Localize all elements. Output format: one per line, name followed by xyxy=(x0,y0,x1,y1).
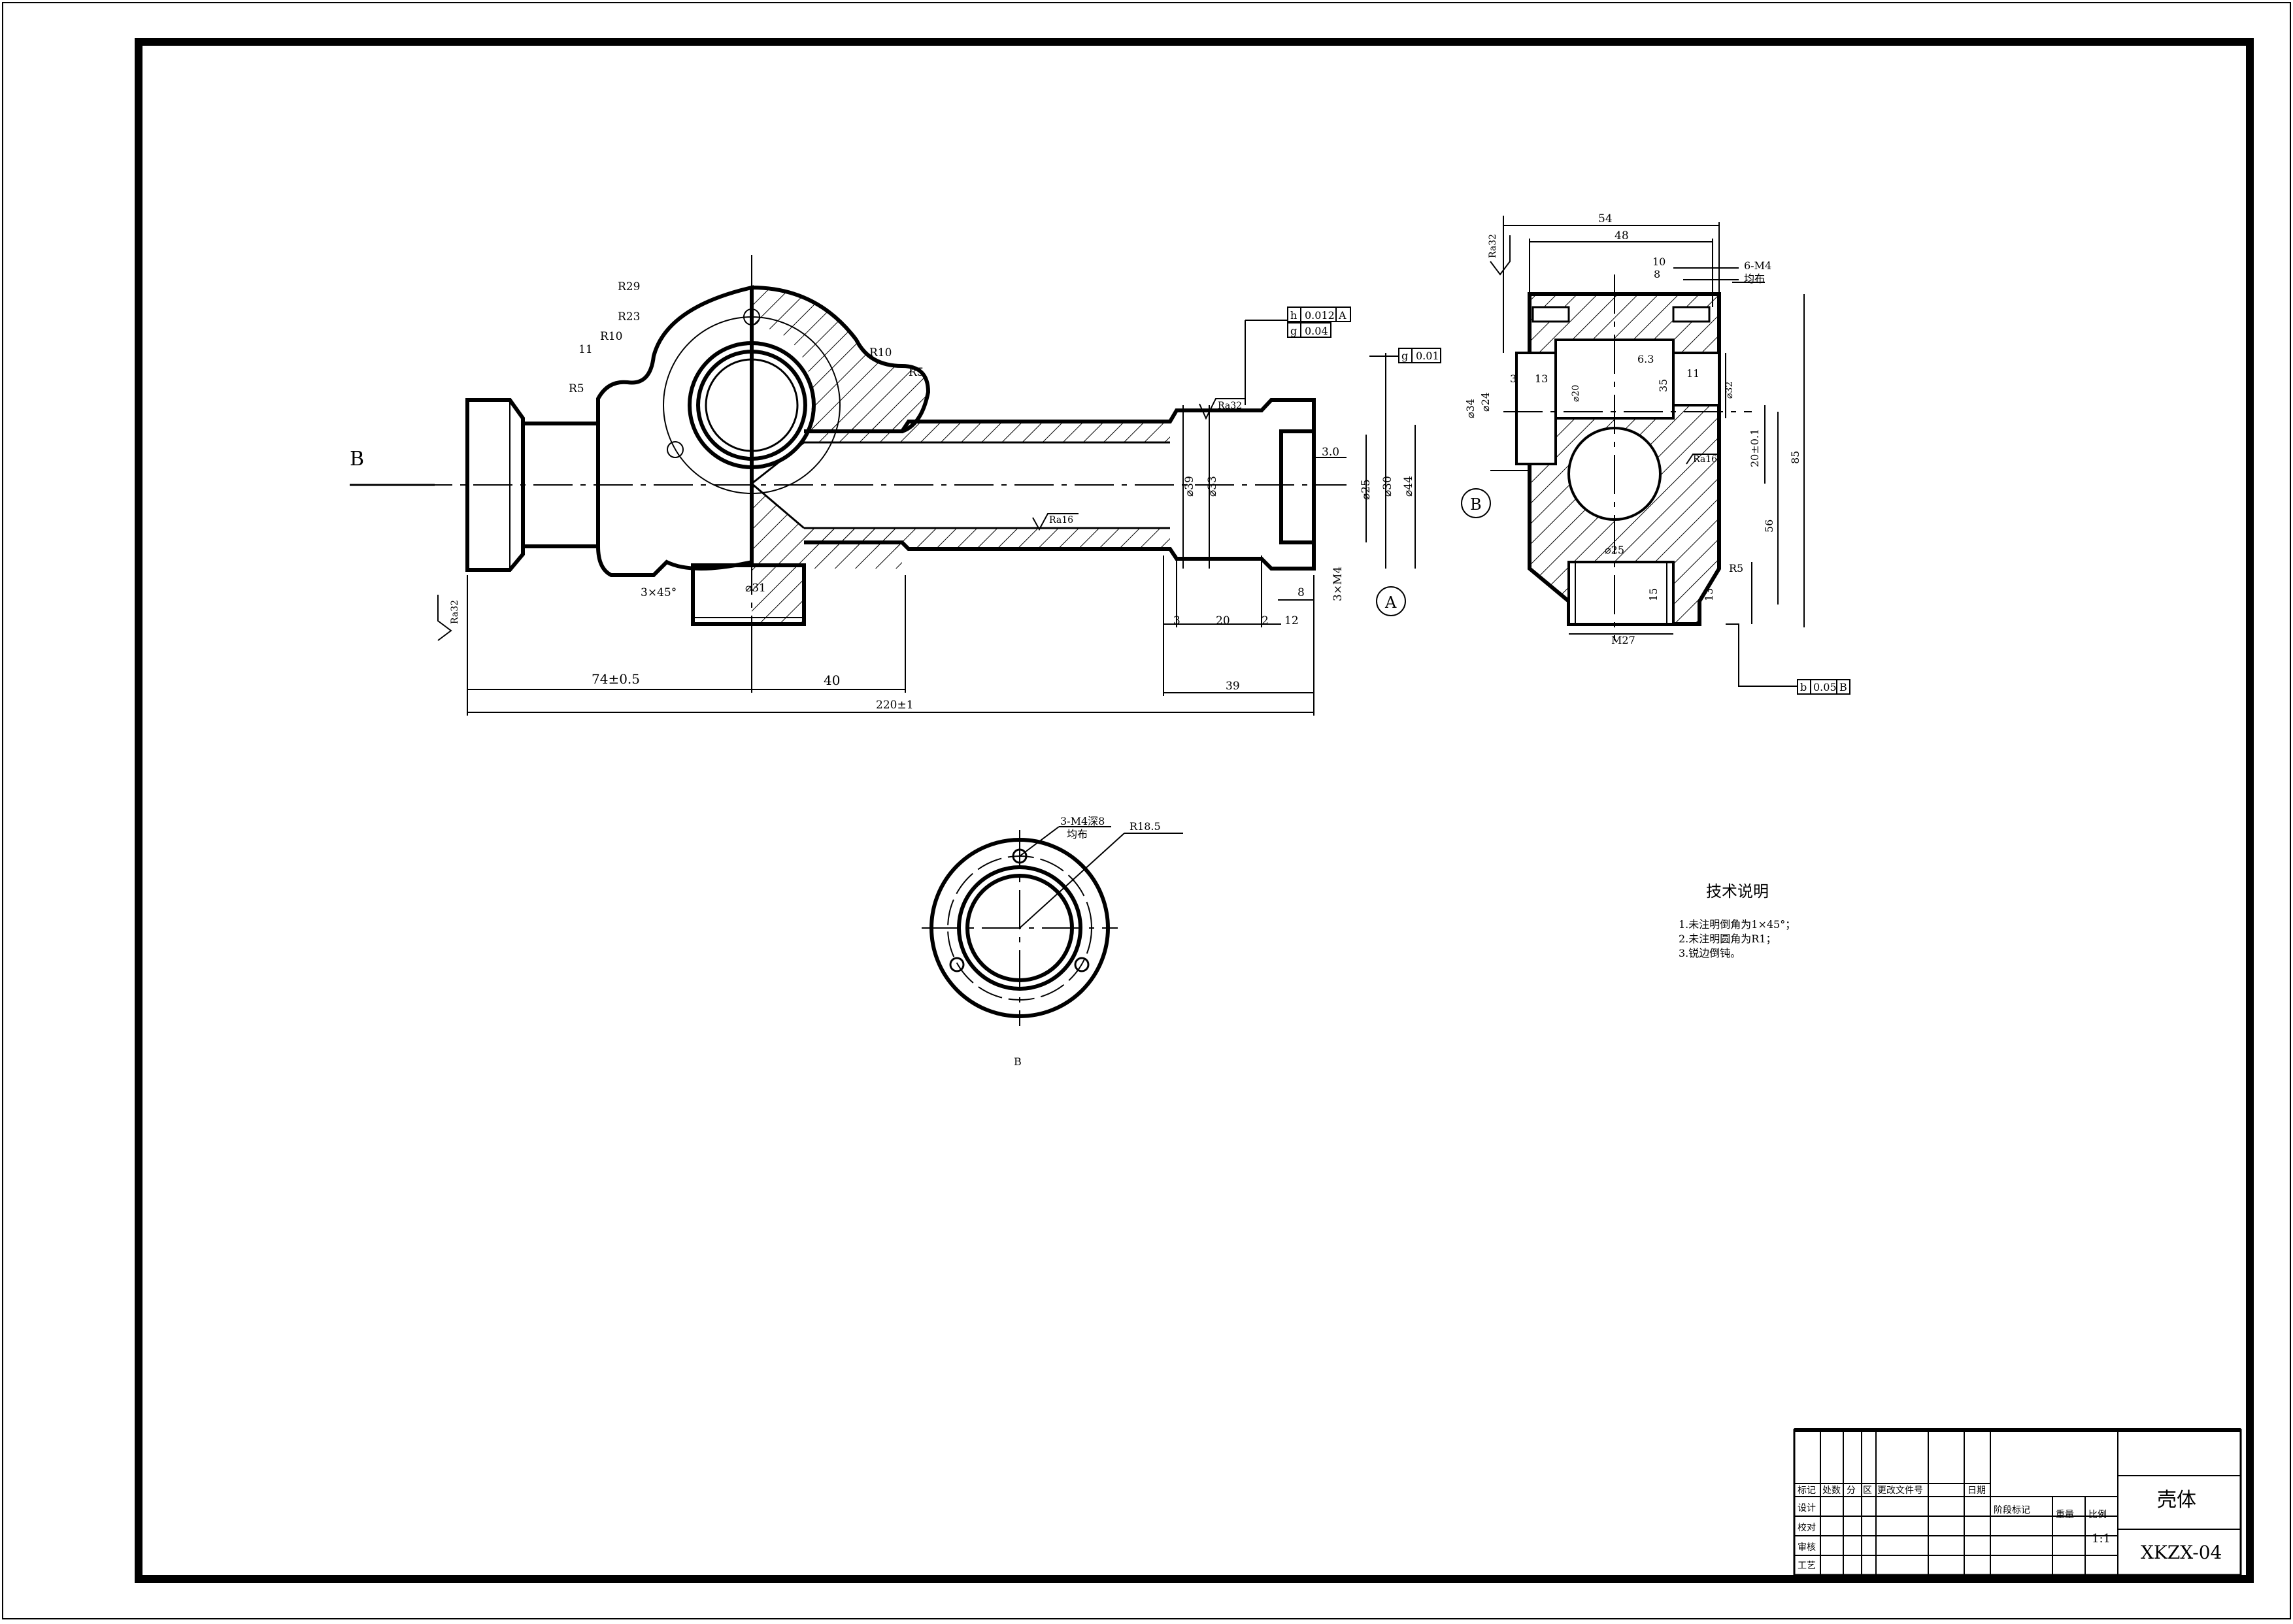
side-dia20: ⌀20 xyxy=(1571,385,1581,402)
tol-g2-symbol: g xyxy=(1401,350,1408,362)
tb-row-design: 设计 xyxy=(1798,1503,1816,1514)
inner-frame xyxy=(135,38,2254,1583)
side-uniform: 均布 xyxy=(1744,273,1765,285)
dim-r29: R29 xyxy=(618,280,640,293)
side-ra32: Ra32 xyxy=(1488,234,1498,258)
side-dim-85: 85 xyxy=(1789,451,1801,464)
note-1: 1.未注明倒角为1×45°； xyxy=(1679,918,1796,931)
title-block: 标记 处数 分 区 更改文件号 日期 设计 校对 审核 工艺 阶段标记 重量 比… xyxy=(1793,1428,2242,1576)
dim-r10-left: R10 xyxy=(600,330,622,343)
dim-39: 39 xyxy=(1226,680,1240,693)
tb-header-count: 处数 xyxy=(1822,1485,1841,1496)
end-view: 3-M4深8 均布 R18.5 B xyxy=(922,815,1183,1068)
side-dim-8: 8 xyxy=(1654,268,1660,280)
dim-8: 8 xyxy=(1297,586,1305,599)
tol-b-value: 0.05 xyxy=(1813,681,1837,693)
tol-b-ref: B xyxy=(1839,681,1847,693)
finish-ra32-top: Ra32 xyxy=(1218,401,1242,411)
side-ra16: Ra16 xyxy=(1693,454,1717,465)
dim-dia30: ⌀30 xyxy=(1381,476,1394,497)
dim-20: 20 xyxy=(1216,614,1230,627)
side-dim-54: 54 xyxy=(1598,212,1613,225)
dim-11: 11 xyxy=(578,343,593,356)
dim-chamfer: 3×45° xyxy=(641,586,677,599)
side-dim-13b: 13 xyxy=(1703,588,1715,601)
side-dia25: ⌀25 xyxy=(1605,544,1624,556)
dim-r5-right: R5 xyxy=(909,366,924,379)
side-dim-20: 20±0.1 xyxy=(1749,429,1761,467)
tb-scale-label: 比例 xyxy=(2088,1510,2107,1520)
dim-dia31: ⌀31 xyxy=(745,582,766,595)
side-r5: R5 xyxy=(1729,562,1743,574)
tol-h-symbol: h xyxy=(1290,309,1297,322)
tb-row-process: 工艺 xyxy=(1798,1561,1816,1571)
notes-title: 技术说明 xyxy=(1706,882,1769,901)
side-dim-11: 11 xyxy=(1686,367,1699,380)
note-2: 2.未注明圆角为R1； xyxy=(1679,933,1777,945)
side-m4: 6-M4 xyxy=(1744,259,1771,272)
side-dim-10: 10 xyxy=(1652,256,1665,268)
side-m27: M27 xyxy=(1611,634,1635,646)
finish-ra16: Ra16 xyxy=(1049,515,1073,525)
dim-74: 74±0.5 xyxy=(592,671,640,687)
dim-3: 3 xyxy=(1173,614,1180,627)
end-radius: R18.5 xyxy=(1130,820,1161,833)
dim-r23: R23 xyxy=(618,310,640,323)
tb-header-file: 更改文件号 xyxy=(1877,1485,1923,1496)
tb-row-review: 审核 xyxy=(1798,1542,1816,1553)
tb-header-zone2: 区 xyxy=(1863,1485,1872,1496)
dim-r10-right: R10 xyxy=(869,346,892,359)
tb-drawing-no: XKZX-04 xyxy=(2141,1542,2222,1563)
tb-stage: 阶段标记 xyxy=(1994,1505,2030,1516)
side-dia32: ⌀32 xyxy=(1724,382,1735,399)
tol-h-ref: A xyxy=(1338,309,1347,322)
side-dim-3: 3 xyxy=(1510,373,1516,385)
tb-part-name: 壳体 xyxy=(2157,1489,2196,1512)
datum-a: A xyxy=(1384,593,1397,612)
tol-b-symbol: b xyxy=(1800,681,1807,693)
finish-ra32-left: Ra32 xyxy=(450,600,460,624)
technical-notes: 技术说明 1.未注明倒角为1×45°； 2.未注明圆角为R1； 3.锐边倒钝。 xyxy=(1679,882,1796,959)
dim-dia39: ⌀39 xyxy=(1183,476,1196,497)
main-view-label: B xyxy=(350,448,364,471)
end-holes: 3-M4深8 xyxy=(1060,815,1105,827)
main-view: B R29 R23 R10 11 R5 R10 R5 3×45° ⌀31 74±… xyxy=(350,255,1441,716)
end-view-label: B xyxy=(1014,1055,1022,1068)
dim-12: 12 xyxy=(1284,614,1299,627)
side-dim-56: 56 xyxy=(1763,520,1775,533)
tol-g2-value: 0.01 xyxy=(1416,350,1439,362)
side-dim-48: 48 xyxy=(1615,229,1629,242)
dim-dia44: ⌀44 xyxy=(1402,476,1415,497)
tb-header-mark: 标记 xyxy=(1798,1485,1816,1496)
side-dia34: ⌀34 xyxy=(1464,399,1477,418)
side-dim-15: 15 xyxy=(1647,588,1660,601)
dim-m4: 3×M4 xyxy=(1331,567,1345,601)
dim-40: 40 xyxy=(824,672,840,688)
tb-header-date: 日期 xyxy=(1967,1485,1986,1496)
tol-g-value: 0.04 xyxy=(1305,325,1328,337)
side-view: 54 48 10 8 6-M4 均布 13 3 11 35 6.3 ⌀34 ⌀2… xyxy=(1461,212,1850,695)
dim-2: 2 xyxy=(1262,614,1269,627)
side-ra63: 6.3 xyxy=(1637,353,1654,365)
side-dim-13: 13 xyxy=(1535,373,1548,385)
datum-b: B xyxy=(1470,495,1482,514)
tol-g-symbol: g xyxy=(1290,325,1297,337)
side-dim-35: 35 xyxy=(1657,379,1669,392)
dim-3-0: 3.0 xyxy=(1322,446,1339,459)
tb-ratio: 1:1 xyxy=(2092,1532,2111,1546)
end-uniform: 均布 xyxy=(1067,828,1088,840)
dim-220: 220±1 xyxy=(876,699,914,712)
side-dia24: ⌀24 xyxy=(1479,392,1492,412)
tb-header-zone: 分 xyxy=(1847,1485,1856,1496)
tol-h-value: 0.012 xyxy=(1305,309,1335,322)
dim-dia33: ⌀33 xyxy=(1206,476,1219,497)
dim-dia25: ⌀25 xyxy=(1360,479,1373,500)
tb-row-check: 校对 xyxy=(1798,1522,1816,1533)
dim-r5-left: R5 xyxy=(569,382,584,395)
note-3: 3.锐边倒钝。 xyxy=(1679,947,1741,959)
tb-weight: 重量 xyxy=(2056,1510,2074,1520)
